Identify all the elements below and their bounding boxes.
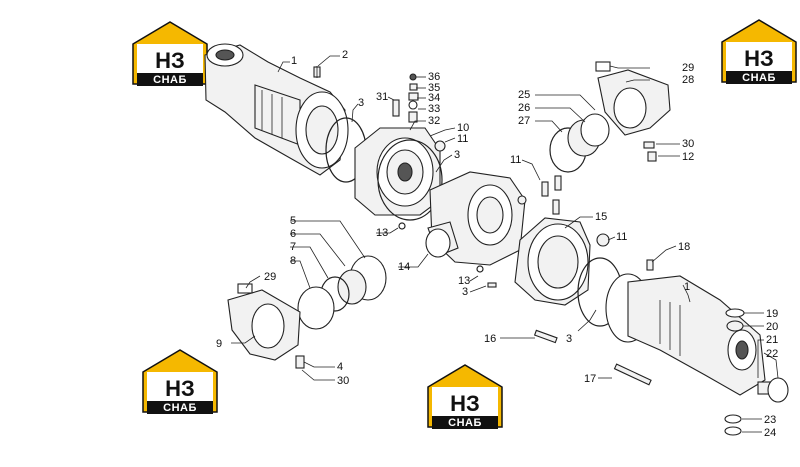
logo-caption-text: СНАБ <box>448 417 482 429</box>
washer-23 <box>724 414 742 424</box>
axle-housing-right <box>605 273 766 396</box>
logo-top-left: НЗ СНАБ <box>132 21 208 86</box>
logo-mark-text: НЗ <box>744 46 774 71</box>
callout-label: 35 <box>428 82 440 94</box>
callout-label: 17 <box>584 373 596 385</box>
callout-label: 22 <box>766 348 778 360</box>
bolt-18 <box>646 259 654 271</box>
callout-label: 14 <box>398 261 410 273</box>
ring-25 <box>580 113 610 147</box>
callout-label: 36 <box>428 71 440 83</box>
sensor-bolts-11 <box>541 175 562 215</box>
o-ring-center <box>377 139 443 221</box>
plug-11-right <box>596 233 610 247</box>
logo-bottom-center: НЗ СНАБ <box>427 364 503 429</box>
callout-label: 13 <box>458 275 470 287</box>
logo-bottom-left: НЗ СНАБ <box>142 349 218 414</box>
callout-label: 18 <box>678 241 690 253</box>
callout-label: 8 <box>290 255 296 267</box>
callout-label: 4 <box>337 361 343 373</box>
callout-label: 30 <box>682 138 694 150</box>
diff-carrier-right <box>514 217 591 306</box>
washer-24 <box>724 426 742 436</box>
callout-label: 5 <box>290 215 296 227</box>
bolt-12 <box>647 151 657 162</box>
vent-stack <box>392 73 419 123</box>
callout-label: 13 <box>376 227 388 239</box>
callout-label: 11 <box>457 133 468 145</box>
callout-label: 3 <box>358 97 364 109</box>
callout-label: 12 <box>682 151 694 163</box>
callout-label: 29 <box>682 62 694 74</box>
logo-caption-text: СНАБ <box>153 74 187 86</box>
callout-label: 30 <box>337 375 349 387</box>
callout-label: 9 <box>216 338 222 350</box>
callout-label: 6 <box>290 228 296 240</box>
logo-caption-text: СНАБ <box>163 402 197 414</box>
callout-label: 1 <box>291 55 297 67</box>
plug-11-center <box>517 195 527 205</box>
callout-label: 2 <box>342 49 348 61</box>
bolt-4 <box>295 355 305 369</box>
washer-20 <box>726 320 744 332</box>
callout-label: 3 <box>462 286 468 298</box>
logo-mark-text: НЗ <box>165 376 195 401</box>
callout-label: 11 <box>616 231 627 243</box>
bolt-16 <box>533 329 558 344</box>
plug-11-top <box>434 140 446 152</box>
callout-label: 21 <box>766 334 778 346</box>
logo-caption-text: СНАБ <box>742 72 776 84</box>
callout-label: 19 <box>766 308 778 320</box>
bolt-2 <box>313 66 321 78</box>
callout-label: 15 <box>595 211 607 223</box>
callout-label: 11 <box>510 154 521 166</box>
washer-19 <box>725 308 745 318</box>
callout-label: 34 <box>428 92 440 104</box>
logo-top-right: НЗ СНАБ <box>721 19 797 84</box>
axle-housing-left <box>204 43 349 176</box>
callout-label: 3 <box>454 149 460 161</box>
callout-label: 26 <box>518 102 530 114</box>
callout-label: 24 <box>764 427 776 439</box>
bolt-17 <box>613 363 652 386</box>
ring-6 <box>337 269 367 305</box>
bracket-28 <box>595 61 671 136</box>
callout-label: 29 <box>264 271 276 283</box>
diff-carrier <box>354 127 441 216</box>
callout-label: 33 <box>428 103 440 115</box>
bolt-3-lower <box>487 282 497 288</box>
callout-labels: 1 2 3 36 35 34 33 32 31 10 11 3 29 28 25… <box>216 49 778 439</box>
seal-22 <box>767 377 789 403</box>
callout-label: 28 <box>682 74 694 86</box>
callout-label: 20 <box>766 321 778 333</box>
leader-lines <box>231 55 779 433</box>
callout-label: 27 <box>518 115 530 127</box>
center-housing <box>425 171 526 266</box>
callout-label: 7 <box>290 241 296 253</box>
bolt-30-top <box>643 141 655 149</box>
washer-13-top <box>398 222 406 230</box>
callout-label: 3 <box>566 333 572 345</box>
bracket-9 <box>227 283 301 361</box>
callout-label: 1 <box>684 281 690 293</box>
callout-label: 10 <box>457 122 469 134</box>
callout-label: 31 <box>376 91 388 103</box>
logo-mark-text: НЗ <box>155 48 185 73</box>
callout-label: 25 <box>518 89 530 101</box>
logo-mark-text: НЗ <box>450 391 480 416</box>
callout-label: 16 <box>484 333 496 345</box>
ring-8 <box>297 286 335 330</box>
callout-label: 32 <box>428 115 440 127</box>
washer-13-lower <box>476 265 484 273</box>
callout-label: 23 <box>764 414 776 426</box>
